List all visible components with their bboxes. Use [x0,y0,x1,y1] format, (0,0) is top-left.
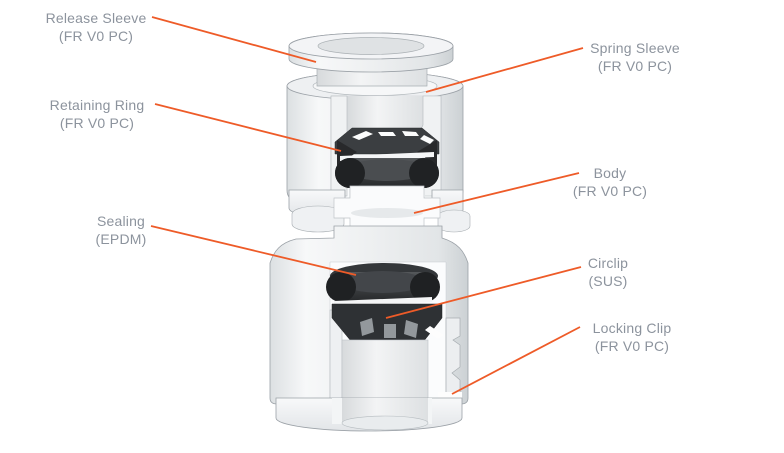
part-name: Circlip [587,255,629,271]
label-release-sleeve: Release Sleeve (FR V0 PC) [21,9,171,45]
part-name: Body [593,165,627,181]
part-material: (EPDM) [95,231,147,247]
part-waist [288,185,471,235]
part-name: Locking Clip [592,320,672,336]
part-bottom-flange [275,397,463,432]
part-material: (FR V0 PC) [572,183,648,199]
part-material: (SUS) [588,273,628,289]
leader-spring-sleeve [425,47,584,93]
part-sealing-oring [326,263,440,306]
part-name: Sealing [96,213,146,229]
leader-locking-clip [451,326,581,395]
leader-body [413,172,580,214]
label-spring-sleeve: Spring Sleeve (FR V0 PC) [560,39,710,75]
part-material: (FR V0 PC) [594,338,670,354]
part-name: Retaining Ring [49,97,145,113]
part-material: (FR V0 PC) [59,115,135,131]
leader-circlip [385,266,582,319]
part-release-sleeve [288,32,454,87]
leader-retaining-ring [154,103,342,152]
label-circlip: Circlip (SUS) [533,254,683,290]
part-name: Release Sleeve [45,10,147,26]
leader-release-sleeve [151,16,317,63]
label-retaining-ring: Retaining Ring (FR V0 PC) [22,96,172,132]
label-body: Body (FR V0 PC) [535,164,685,200]
part-material: (FR V0 PC) [58,28,134,44]
leader-sealing [150,225,357,276]
part-material: (FR V0 PC) [597,58,673,74]
label-sealing: Sealing (EPDM) [46,212,196,248]
part-name: Spring Sleeve [590,40,680,56]
leader-lines [150,16,584,395]
label-locking-clip: Locking Clip (FR V0 PC) [557,319,707,355]
